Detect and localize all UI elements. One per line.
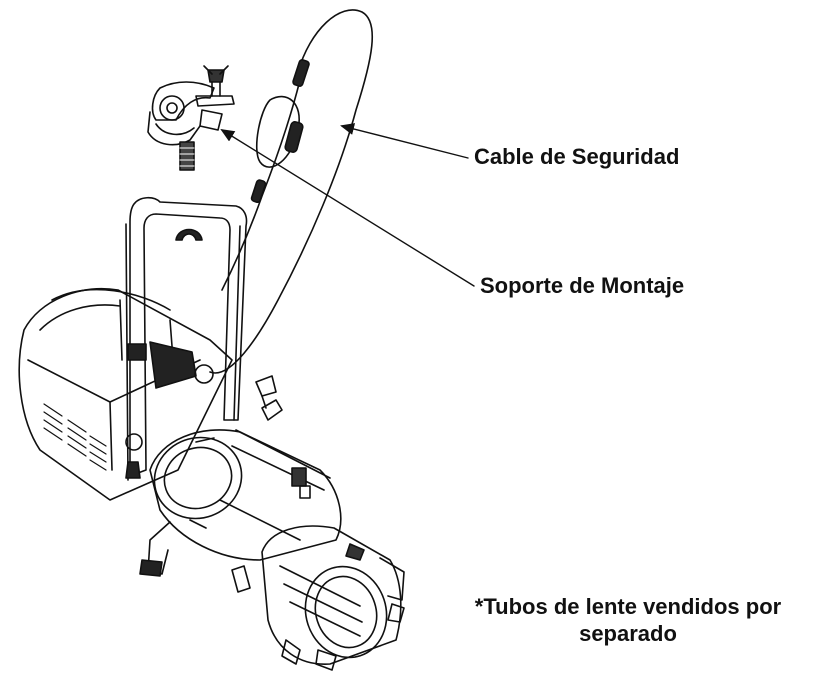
lens-tube-note-line1: *Tubos de lente vendidos por bbox=[474, 594, 782, 619]
lens-barrel bbox=[139, 399, 342, 593]
lens-tube bbox=[261, 525, 405, 671]
safety-cable bbox=[209, 9, 373, 374]
lens-tube-note: *Tubos de lente vendidos por separado bbox=[440, 593, 816, 647]
lens-tube-note-line2: separado bbox=[579, 621, 677, 646]
fixture-body bbox=[18, 288, 277, 501]
safety-cable-label: Cable de Seguridad bbox=[474, 144, 680, 169]
mounting-bracket-label: Soporte de Montaje bbox=[480, 273, 685, 298]
safety-cable-arrow bbox=[340, 123, 469, 159]
mounting-bracket-arrow bbox=[220, 128, 475, 287]
mounting-bracket bbox=[125, 196, 248, 481]
mounting-clamp bbox=[147, 65, 235, 171]
